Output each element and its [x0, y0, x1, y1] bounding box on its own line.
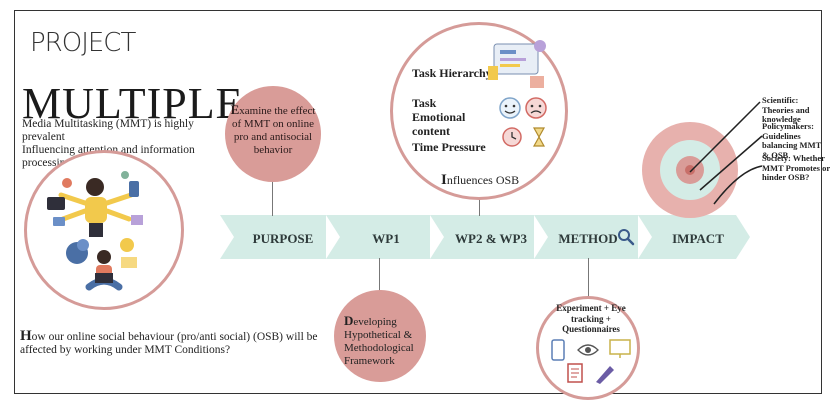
impact-society: Society: Whether MMT Promotes or hinder … [762, 153, 830, 182]
task-hierarchy-label: Task Hierarchy [412, 66, 492, 80]
timeline-arrow-wp1 [326, 215, 446, 259]
stage-label-method: METHOD [558, 231, 618, 246]
impact-policymakers: Policymakers: Guidelines balancing MMT &… [762, 121, 822, 160]
multitasking-illustration-circle [24, 150, 184, 310]
research-question: How our online social behaviour (pro/ant… [20, 328, 320, 357]
stage-label-wp23: WP2 & WP3 [455, 231, 527, 246]
time-pressure-label: Time Pressure [412, 140, 486, 154]
impact-scientific: Scientific: Theories and knowledge [762, 95, 810, 124]
intro-line-1: Media Multitasking (MMT) is highly preva… [22, 118, 194, 143]
timeline-arrows [220, 215, 750, 259]
wp1-body: eveloping Hypothetical & Methodological … [344, 316, 414, 367]
connector-wp1 [379, 258, 380, 292]
stage-label-impact: IMPACT [672, 231, 724, 246]
project-title: MULTIPLE [22, 79, 244, 128]
stage-label-wp1: WP1 [372, 231, 400, 246]
project-label: PROJECT [30, 28, 136, 58]
monitor-icon [609, 339, 631, 355]
timeline-arrow-method [534, 215, 654, 259]
method-icons [551, 339, 631, 384]
eye-icon [577, 344, 599, 356]
purpose-initial: E [230, 102, 240, 117]
purpose-circle [225, 86, 321, 182]
purpose-body: xamine the effect of MMT on online pro a… [232, 105, 316, 156]
purpose-text: Examine the effect of MMT on online pro … [229, 103, 317, 157]
task-hierarchy-icon [488, 40, 546, 88]
method-text: Experiment + Eye tracking + Questionnair… [556, 303, 626, 334]
connector-purpose [272, 182, 273, 216]
wp1-initial: D [344, 313, 354, 328]
timeline-arrow-wp23 [430, 215, 550, 259]
wp1-circle [334, 290, 426, 382]
stage-label-purpose: PURPOSE [252, 231, 314, 246]
task-emotional-label: Task Emotional content [412, 96, 466, 138]
emotion-faces-icon [499, 97, 547, 119]
intro-text: Media Multitasking (MMT) is highly preva… [22, 118, 232, 170]
pencil-icon [596, 366, 614, 384]
time-pressure-icon [502, 127, 546, 147]
influences-osb-initial: I [441, 172, 447, 188]
diagram-frame [14, 10, 822, 394]
influences-osb: Influences OSB [441, 172, 519, 189]
magnifier-icon [618, 229, 635, 246]
timeline-arrow-impact [638, 215, 750, 259]
phone-icon [551, 339, 565, 361]
influences-osb-body: nfluences OSB [446, 173, 520, 187]
connector-wp23 [479, 199, 480, 216]
multitasking-person-illustration [47, 171, 143, 291]
wp1-text: Developing Hypothetical & Methodological… [344, 314, 428, 368]
timeline-arrow-purpose [220, 215, 342, 259]
connector-method [588, 258, 589, 298]
impact-pointer-lines [689, 101, 763, 205]
research-question-initial: H [20, 328, 32, 344]
research-question-text: ow our online social behaviour (pro/anti… [20, 331, 318, 356]
